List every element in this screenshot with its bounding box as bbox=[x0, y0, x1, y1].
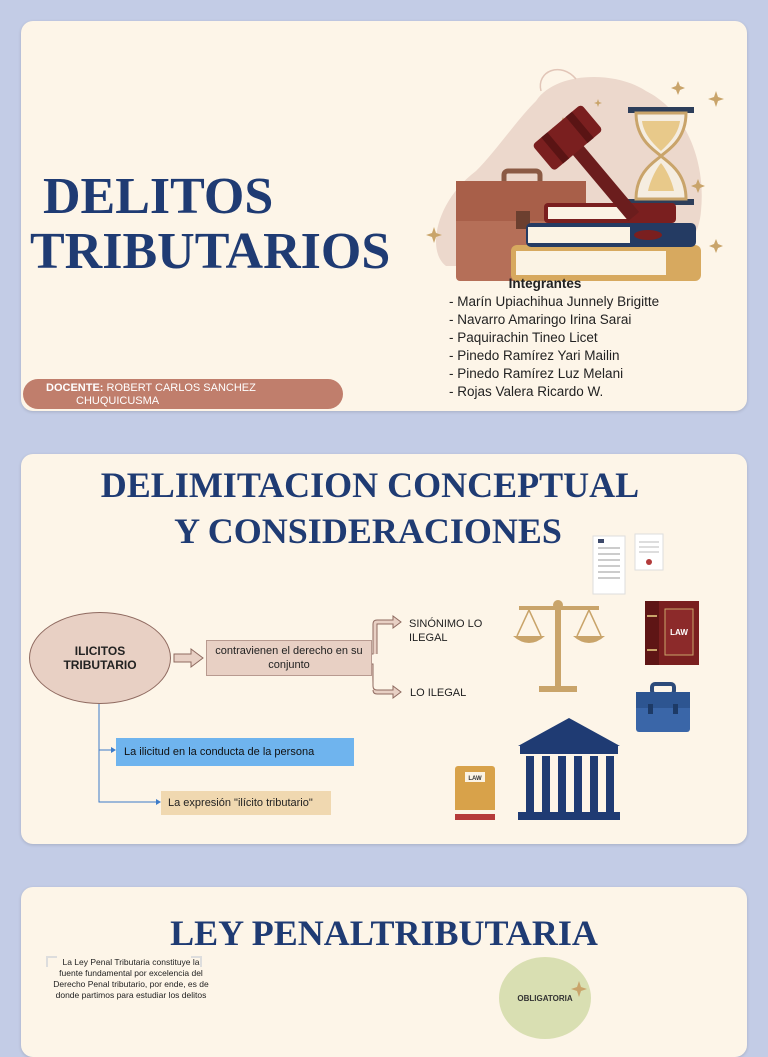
slide-title: DELITOS TRIBUTARIOS bbox=[21, 21, 747, 411]
expresion-box: La expresión "ilícito tributario" bbox=[161, 791, 331, 815]
member-item: - Pinedo Ramírez Yari Mailin bbox=[449, 348, 620, 363]
law-book-label: LAW bbox=[670, 628, 688, 637]
slide-delimitacion: DELIMITACION CONCEPTUAL Y CONSIDERACIONE… bbox=[21, 454, 747, 844]
law-book-icon: LAW bbox=[645, 601, 699, 665]
member-item: - Marín Upiachihua Junnely Brigitte bbox=[449, 294, 660, 309]
briefcase-icon bbox=[636, 682, 690, 732]
docente-name-line2: CHUQUICUSMA bbox=[76, 395, 160, 407]
member-item: - Paquirachin Tineo Licet bbox=[449, 330, 598, 345]
docente-name-line1: ROBERT CARLOS SANCHEZ bbox=[106, 382, 256, 394]
member-item: - Pinedo Ramírez Luz Melani bbox=[449, 366, 624, 381]
members-list: Integrantes - Marín Upiachihua Junnely B… bbox=[449, 276, 659, 401]
ilicitos-text: ILICITOS TRIBUTARIO bbox=[63, 644, 137, 672]
sparkle-icon bbox=[571, 981, 587, 997]
members-header: Integrantes bbox=[508, 276, 582, 291]
ilicitos-ellipse: ILICITOS TRIBUTARIO bbox=[29, 612, 171, 704]
sinonimo-label: SINÓNIMO LO ILEGAL bbox=[409, 618, 483, 644]
docente-label: DOCENTE: bbox=[46, 382, 104, 394]
small-law-book-label: LAW bbox=[468, 776, 482, 782]
slide-ley-penal: LEY PENALTRIBUTARIA La Ley Penal Tributa… bbox=[21, 887, 747, 1057]
slide3-title: LEY PENALTRIBUTARIA bbox=[170, 913, 598, 953]
title-line-1: DELITOS bbox=[43, 168, 274, 225]
title-line-2: TRIBUTARIOS bbox=[30, 223, 391, 280]
member-item: - Rojas Valera Ricardo W. bbox=[449, 384, 604, 399]
courthouse-icon bbox=[518, 718, 620, 820]
scales-icon bbox=[513, 600, 605, 692]
ley-description: La Ley Penal Tributaria constituye la fu… bbox=[53, 957, 209, 1000]
slide2-title-line1: DELIMITACION CONCEPTUAL bbox=[100, 465, 640, 505]
member-item: - Navarro Amaringo Irina Sarai bbox=[449, 312, 632, 327]
text-frame-corners bbox=[46, 956, 202, 967]
lo-ilegal-label: LO ILEGAL bbox=[410, 687, 467, 699]
documents-icon bbox=[592, 533, 664, 595]
justice-illustration bbox=[426, 68, 724, 281]
small-law-book-icon: LAW bbox=[455, 766, 495, 820]
diagram-connectors bbox=[98, 615, 402, 805]
docente-pill: DOCENTE: ROBERT CARLOS SANCHEZ CHUQUICUS… bbox=[23, 379, 343, 409]
slide2-title-line2: Y CONSIDERACIONES bbox=[174, 511, 562, 551]
obligatoria-label: OBLIGATORIA bbox=[517, 993, 573, 1003]
ilicitud-box: La ilicitud en la conducta de la persona bbox=[116, 738, 354, 766]
contravienen-text: contravienen el derecho en su conjunto bbox=[215, 645, 363, 671]
contravienen-box: contravienen el derecho en su conjunto bbox=[206, 640, 372, 676]
